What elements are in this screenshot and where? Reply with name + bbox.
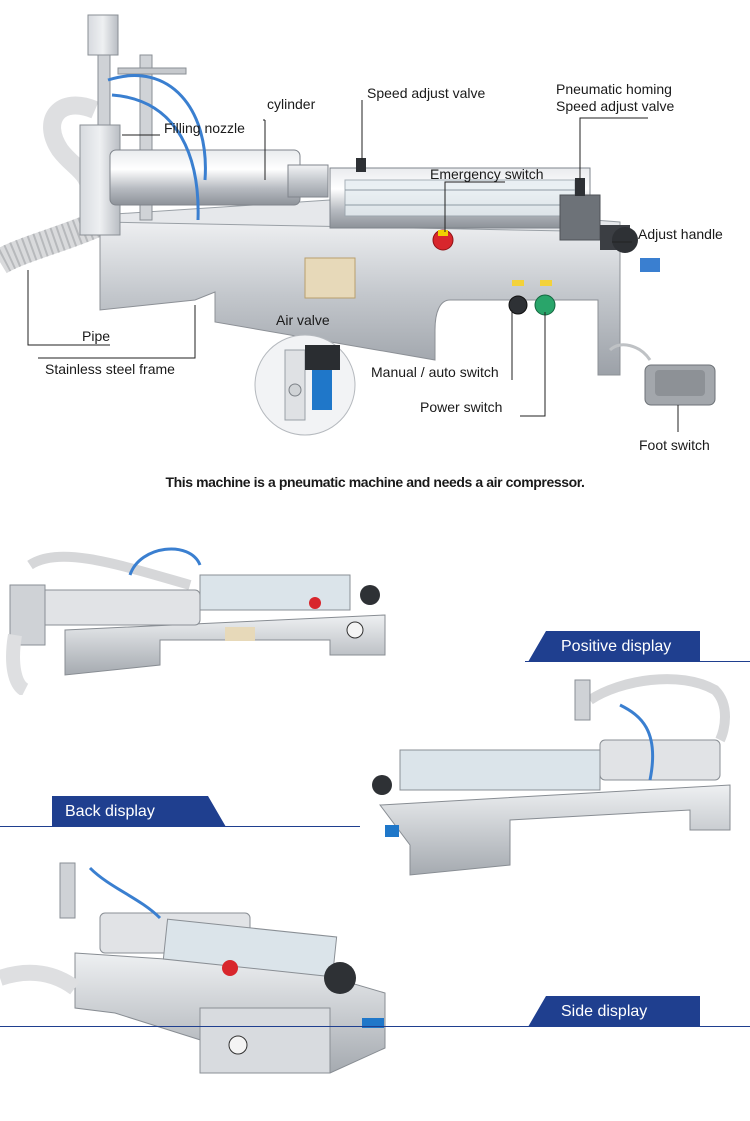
label-filling-nozzle: Filling nozzle — [164, 120, 245, 136]
label-speed-adjust-valve: Speed adjust valve — [367, 85, 486, 101]
label-emergency-switch: Emergency switch — [430, 166, 544, 182]
main-machine-illustration — [0, 14, 716, 436]
manual-auto-switch — [508, 295, 528, 315]
banner-positive-display: Positive display — [528, 631, 700, 662]
label-cylinder: cylinder — [267, 96, 316, 112]
steel-frame — [99, 214, 621, 376]
banner-positive-label: Positive display — [561, 638, 672, 655]
label-air-valve: Air valve — [276, 312, 330, 328]
label-pneumatic-homing-speed: Speed adjust valve — [556, 98, 675, 114]
positive-view-illustration — [6, 547, 386, 695]
banner-side-label: Side display — [561, 1003, 648, 1020]
label-power-switch: Power switch — [420, 399, 503, 415]
compressor-note: This machine is a pneumatic machine and … — [165, 474, 585, 490]
label-pipe: Pipe — [82, 328, 111, 344]
label-manual-auto-switch: Manual / auto switch — [371, 364, 499, 380]
banner-back-label: Back display — [65, 803, 155, 820]
side-rule — [0, 1026, 750, 1027]
back-view-illustration — [372, 674, 731, 876]
label-adjust-handle: Adjust handle — [638, 226, 723, 242]
label-stainless-steel-frame: Stainless steel frame — [45, 361, 175, 377]
label-foot-switch: Foot switch — [639, 437, 710, 453]
banner-back-display: Back display — [52, 796, 226, 827]
adjust-handle-knob — [612, 227, 638, 253]
label-pneumatic-homing: Pneumatic homing — [556, 81, 672, 97]
side-view-illustration — [0, 862, 386, 1074]
banner-side-display: Side display — [528, 996, 700, 1027]
nameplate — [304, 257, 356, 299]
